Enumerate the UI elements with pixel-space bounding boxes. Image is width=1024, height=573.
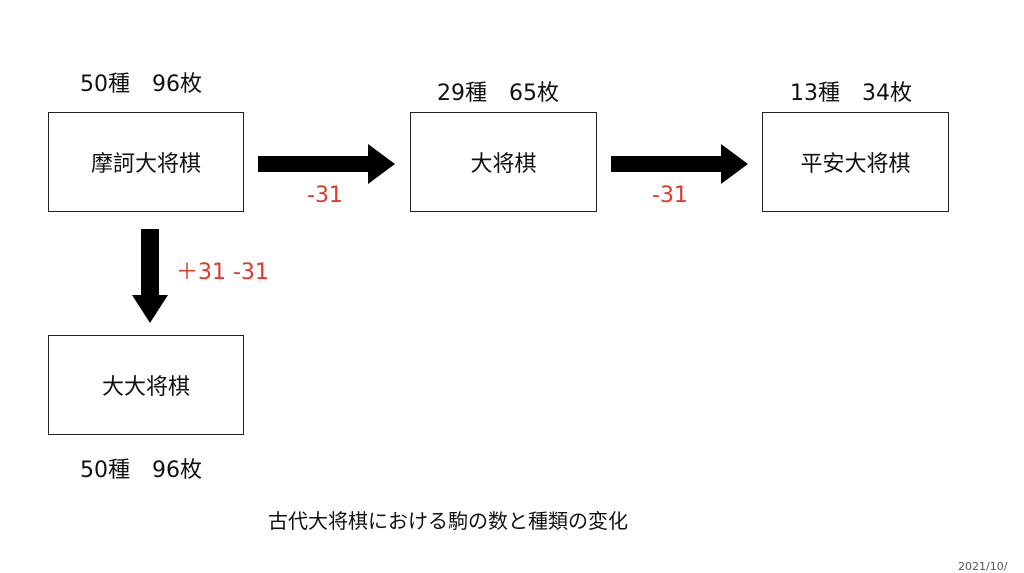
daidai-count: 50種 96枚	[80, 458, 202, 483]
box-heian-label: 平安大将棋	[800, 152, 911, 177]
box-daidai-label: 大大将棋	[101, 375, 190, 400]
box-maka: 摩訶大将棋	[48, 112, 244, 212]
box-dai-label: 大将棋	[470, 152, 537, 177]
arrow-down-icon	[132, 229, 168, 323]
dai-count: 29種 65枚	[437, 81, 559, 106]
maka-count: 50種 96枚	[80, 72, 202, 97]
footer-date: 2021/10/	[958, 560, 1008, 573]
box-heian: 平安大将棋	[762, 112, 949, 212]
box-dai: 大将棋	[410, 112, 597, 212]
arrow-right-icon	[258, 144, 395, 184]
diagram-caption: 古代大将棋における駒の数と種類の変化	[268, 509, 628, 533]
delta-dai-to-heian: -31	[652, 183, 688, 208]
box-maka-label: 摩訶大将棋	[90, 152, 201, 177]
box-daidai: 大大将棋	[48, 335, 244, 435]
delta-maka-to-daidai: ＋31 -31	[176, 260, 269, 285]
arrow-right-icon	[611, 144, 748, 184]
heian-count: 13種 34枚	[790, 81, 912, 106]
delta-maka-to-dai: -31	[307, 183, 343, 208]
